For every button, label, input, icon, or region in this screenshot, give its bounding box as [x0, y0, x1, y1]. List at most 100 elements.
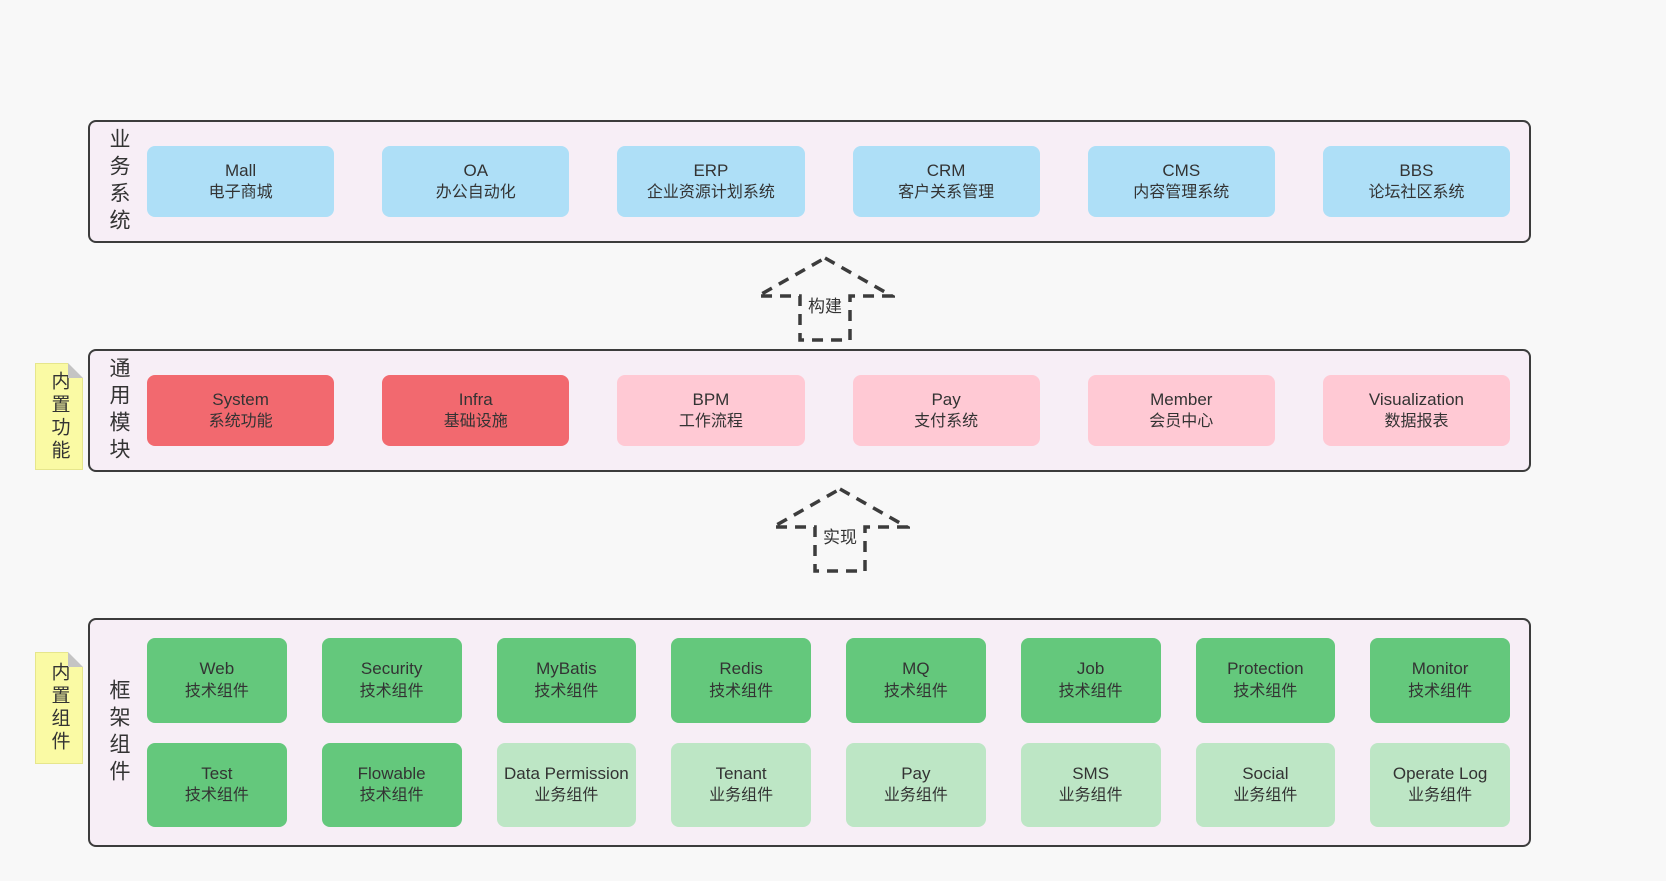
box-title: Infra [458, 389, 493, 409]
box-subtitle: 企业资源计划系统 [646, 184, 775, 202]
arrow-build: 构建 [755, 255, 895, 343]
box-subtitle: 业务组件 [534, 787, 599, 805]
box-subtitle: 业务组件 [1058, 787, 1123, 805]
box-visualization: Visualization 数据报表 [1322, 375, 1511, 446]
box-flowable: Flowable 技术组件 [321, 742, 462, 827]
box-data-permission: Data Permission 业务组件 [496, 742, 637, 827]
box-title: Job [1076, 659, 1105, 679]
box-title: Mall [225, 160, 257, 180]
box-subtitle: 技术组件 [1058, 682, 1123, 700]
box-subtitle: 论坛社区系统 [1368, 184, 1465, 202]
box-subtitle: 客户关系管理 [898, 184, 995, 202]
section-label-business: 业务系统 [107, 127, 130, 236]
box-title: SMS [1072, 763, 1110, 783]
box-protection: Protection 技术组件 [1195, 638, 1336, 723]
box-web: Web 技术组件 [147, 638, 287, 723]
box-security: Security 技术组件 [321, 638, 462, 723]
box-title: OA [463, 160, 489, 180]
box-title: CMS [1162, 160, 1201, 180]
arrow-up-icon [755, 255, 895, 342]
box-subtitle: 业务组件 [1233, 787, 1298, 805]
box-mq: MQ 技术组件 [846, 638, 986, 723]
box-title: System [212, 389, 269, 409]
box-subtitle: 技术组件 [359, 682, 424, 700]
box-title: Data Permission [504, 763, 629, 783]
box-subtitle: 工作流程 [678, 413, 743, 431]
box-bpm: BPM 工作流程 [617, 375, 805, 446]
box-title: CRM [926, 160, 966, 180]
box-pay: Pay 支付系统 [852, 375, 1040, 446]
box-redis: Redis 技术组件 [671, 638, 811, 723]
box-title: BPM [692, 389, 730, 409]
sticky-components-label: 内置组件 [48, 662, 70, 754]
box-title: Flowable [357, 763, 426, 783]
box-title: Member [1150, 389, 1213, 409]
box-title: Tenant [715, 763, 767, 783]
section-label-modules: 通用模块 [107, 356, 130, 465]
box-mybatis: MyBatis 技术组件 [496, 638, 637, 723]
box-title: Web [199, 659, 235, 679]
section-common-modules: 通用模块 System 系统功能 Infra 基础设施 BPM 工作流程 Pay 支付系统 Me… [88, 349, 1531, 472]
box-cms: CMS 内容管理系统 [1087, 146, 1275, 217]
box-system: System 系统功能 [147, 375, 335, 446]
box-subtitle: 技术组件 [534, 682, 599, 700]
sticky-features-label: 内置功能 [48, 370, 70, 463]
box-title: MQ [902, 659, 930, 679]
box-title: Operate Log [1392, 763, 1488, 783]
arrow-build-label: 构建 [804, 291, 846, 318]
box-title: Security [360, 659, 423, 679]
box-subtitle: 数据报表 [1384, 413, 1449, 431]
box-title: Protection [1227, 659, 1304, 679]
box-title: Redis [719, 659, 763, 679]
box-subtitle: 系统功能 [208, 413, 273, 431]
box-subtitle: 技术组件 [359, 787, 424, 805]
box-pay: Pay 业务组件 [846, 742, 986, 827]
box-subtitle: 技术组件 [184, 682, 249, 700]
box-title: Visualization [1368, 389, 1465, 409]
box-subtitle: 电子商城 [208, 184, 273, 202]
box-title: ERP [693, 160, 729, 180]
box-subtitle: 业务组件 [883, 787, 948, 805]
box-monitor: Monitor 技术组件 [1370, 638, 1510, 723]
box-mall: Mall 电子商城 [147, 146, 335, 217]
box-subtitle: 基础设施 [443, 413, 508, 431]
sticky-note-builtin-components: 内置组件 [35, 652, 83, 764]
box-subtitle: 内容管理系统 [1133, 184, 1230, 202]
box-bbs: BBS 论坛社区系统 [1322, 146, 1511, 217]
box-title: Monitor [1411, 659, 1469, 679]
box-infra: Infra 基础设施 [382, 375, 570, 446]
arrow-implement-label: 实现 [819, 522, 861, 549]
box-subtitle: 技术组件 [1408, 682, 1473, 700]
box-title: Pay [931, 389, 961, 409]
box-job: Job 技术组件 [1020, 638, 1161, 723]
box-crm: CRM 客户关系管理 [852, 146, 1040, 217]
arrow-up-icon [770, 486, 910, 573]
box-subtitle: 技术组件 [709, 682, 774, 700]
box-social: Social 业务组件 [1195, 742, 1336, 827]
box-operate-log: Operate Log 业务组件 [1370, 742, 1510, 827]
sticky-note-builtin-features: 内置功能 [35, 363, 83, 470]
box-sms: SMS 业务组件 [1020, 742, 1161, 827]
box-erp: ERP 企业资源计划系统 [617, 146, 805, 217]
box-title: Test [201, 763, 233, 783]
box-title: Pay [901, 763, 931, 783]
box-subtitle: 技术组件 [1233, 682, 1298, 700]
box-title: BBS [1399, 160, 1434, 180]
box-title: MyBatis [536, 659, 597, 679]
box-subtitle: 支付系统 [914, 413, 979, 431]
box-title: Social [1242, 763, 1289, 783]
box-subtitle: 业务组件 [1408, 787, 1473, 805]
box-subtitle: 技术组件 [883, 682, 948, 700]
